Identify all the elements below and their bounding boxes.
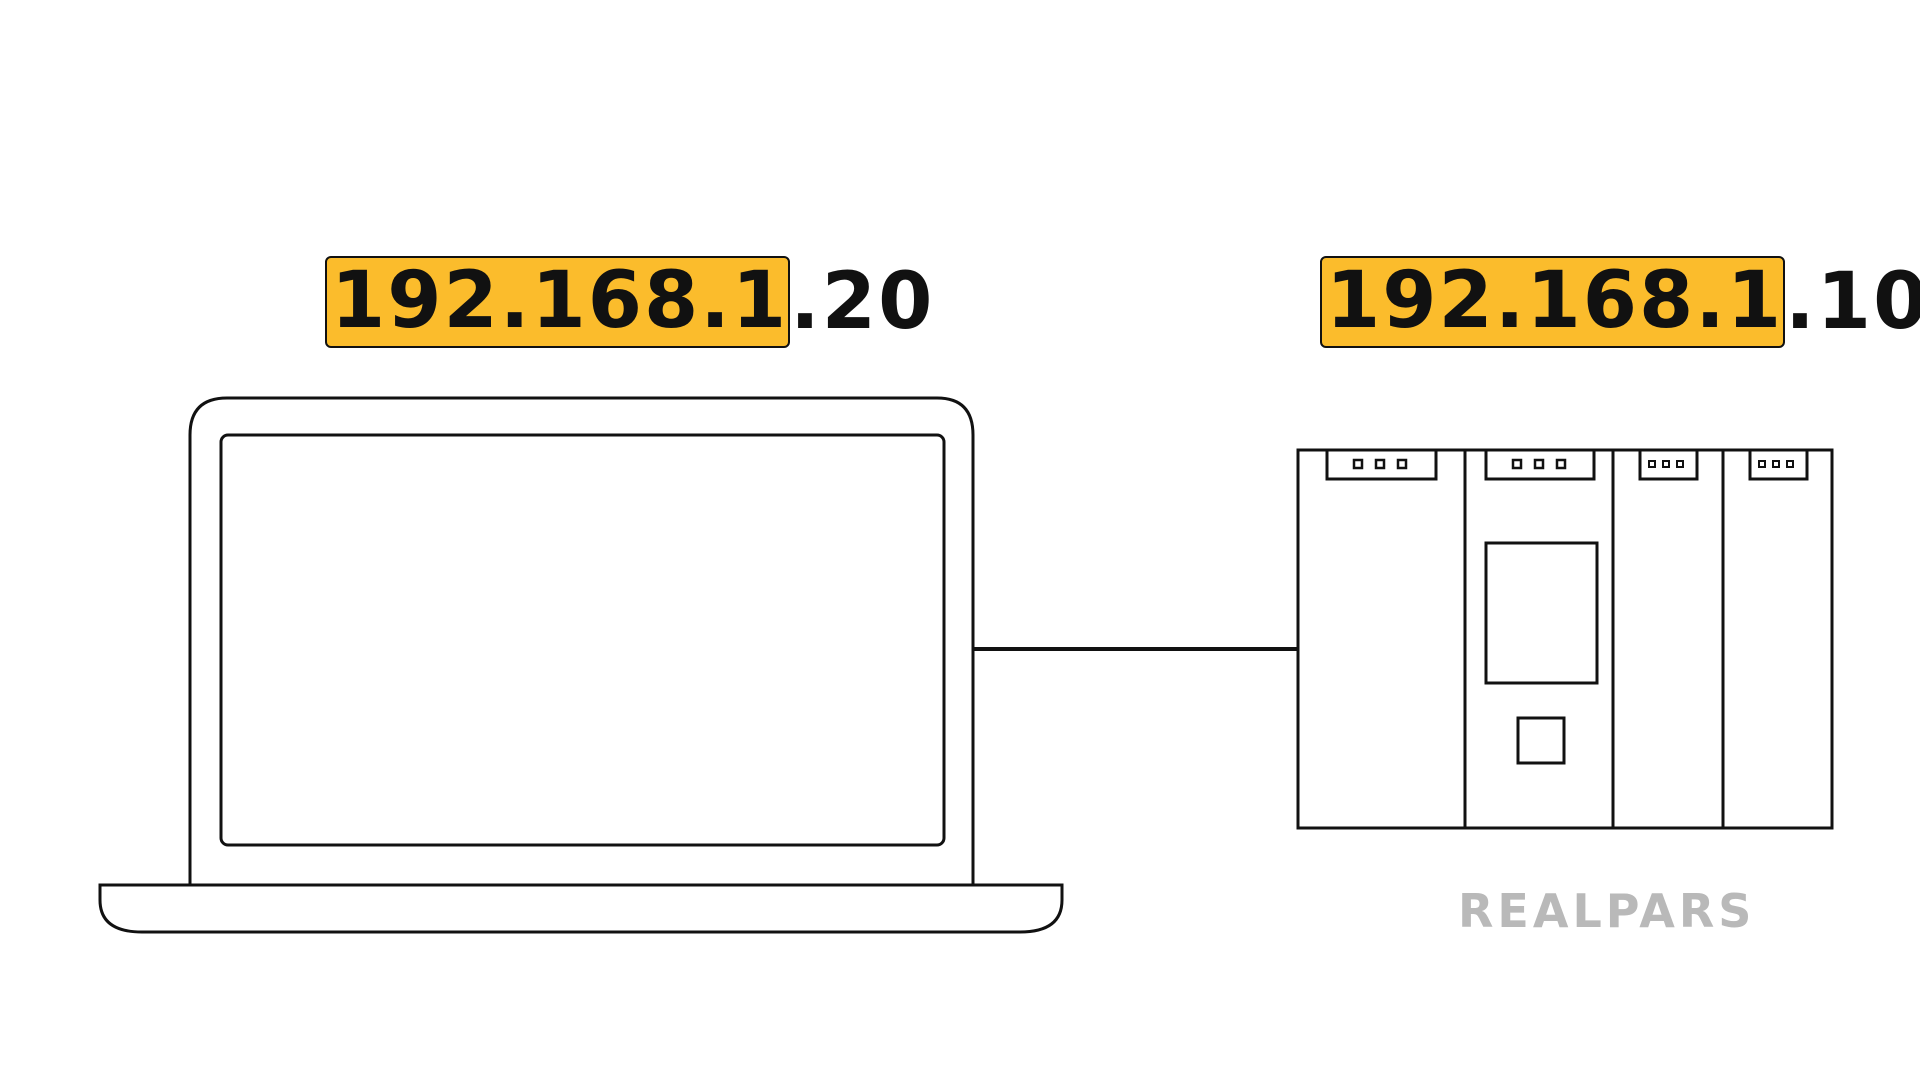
plc-key xyxy=(1516,716,1566,765)
plc-connector-3 xyxy=(1638,448,1699,481)
plc-ip-network-part: 192.168.1 xyxy=(1320,256,1786,348)
plc-icon xyxy=(1296,448,1834,830)
laptop-ip-network-part: 192.168.1 xyxy=(325,256,791,348)
plc-connector-2 xyxy=(1484,448,1596,481)
laptop-lid xyxy=(188,396,975,885)
realpars-logo: REALPARS xyxy=(1458,884,1756,938)
laptop-ip-host-part: .20 xyxy=(790,257,935,347)
plc-connector-4 xyxy=(1748,448,1809,481)
plc-ip-host-part: .10 xyxy=(1785,257,1920,347)
plc-rack xyxy=(1296,448,1834,830)
plc-connector-1 xyxy=(1325,448,1438,481)
plc-display xyxy=(1484,541,1599,685)
plc-ip-address: 192.168.1.10 xyxy=(1320,256,1920,348)
laptop-icon xyxy=(98,396,1064,934)
laptop-ip-address: 192.168.1.20 xyxy=(325,256,934,348)
laptop-screen xyxy=(219,433,946,847)
laptop-base xyxy=(98,883,1064,934)
